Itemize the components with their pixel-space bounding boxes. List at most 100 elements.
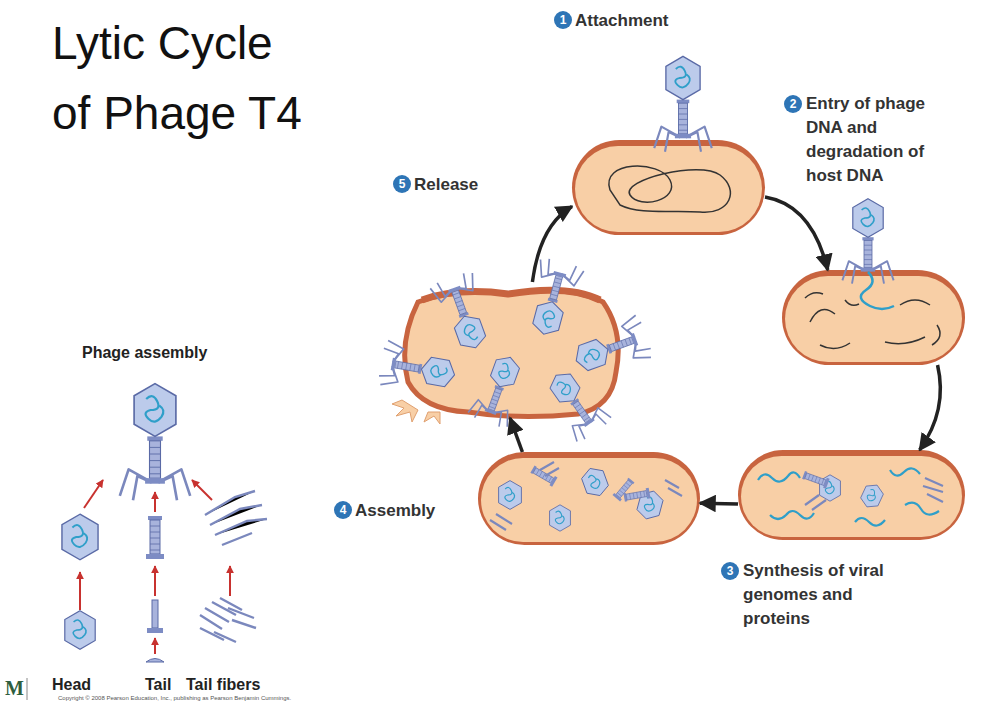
part-label: Tail fibers — [186, 675, 260, 695]
assembled-phage — [120, 384, 190, 501]
callout-number: 2 — [784, 95, 802, 113]
assembly-arrows — [80, 480, 230, 654]
publisher-logo: M — [5, 677, 24, 699]
illustration-part — [84, 480, 103, 508]
part-label: Tail — [145, 675, 171, 695]
injecting-phage — [842, 199, 893, 284]
assembly-fibers — [200, 491, 267, 642]
illustration-part — [845, 300, 859, 305]
text-wrap: Synthesis of viral genomes and proteins — [743, 559, 908, 631]
illustration-part — [192, 480, 212, 500]
callout-number: 1 — [554, 11, 572, 29]
viral-head — [499, 481, 522, 510]
illustration-part — [923, 478, 943, 502]
cycle-arrow — [920, 365, 941, 450]
illustration-part — [820, 343, 850, 349]
callout-number: 5 — [393, 175, 411, 193]
illustration-part — [805, 495, 826, 510]
text-wrap: Head — [52, 675, 91, 695]
inset-heading: Phage assembly — [82, 343, 207, 363]
stage-label: Entry of phage DNA and degradation of ho… — [806, 92, 948, 188]
illustration-part — [392, 400, 418, 422]
cell-outline — [572, 140, 765, 235]
illustration-part — [738, 450, 965, 540]
diagram-title: Lytic Cycle of Phage T4 — [52, 8, 322, 148]
illustration-part — [424, 412, 440, 424]
illustration-part — [478, 452, 700, 545]
assembly-head-early — [65, 611, 95, 649]
logo-divider — [27, 678, 28, 700]
illustration-part — [154, 566, 156, 596]
stage-label: Assembly — [355, 499, 435, 523]
phage-dna — [861, 272, 894, 309]
illustration-part — [152, 600, 158, 628]
released-phage — [539, 363, 613, 443]
illustration-part — [785, 276, 962, 362]
viral-fibers — [490, 462, 682, 530]
text-wrap: 1 — [554, 11, 572, 29]
released-phage — [569, 314, 654, 381]
copyright-note: Copyright © 2008 Pearson Education, Inc.… — [58, 694, 291, 702]
stage-label: Synthesis of viral genomes and proteins — [743, 559, 908, 631]
text-wrap: Attachment — [575, 9, 669, 33]
illustration-part — [905, 503, 939, 515]
viral-fibers — [805, 478, 943, 510]
viral-head — [858, 481, 885, 511]
illustration-part — [805, 293, 823, 298]
text-wrap: M — [5, 677, 24, 699]
callout-number: 3 — [721, 562, 739, 580]
illustration-part — [205, 491, 267, 545]
text-wrap: 4 — [334, 501, 352, 519]
text-wrap: Assembly — [355, 499, 435, 523]
text-wrap: 5 — [393, 175, 411, 193]
illustration-part — [900, 300, 930, 305]
text-wrap: Lytic Cycle of Phage T4 — [52, 8, 322, 148]
viral-head — [550, 505, 571, 531]
illustration-part — [758, 472, 800, 481]
illustration-part — [782, 270, 965, 365]
released-phage — [467, 350, 530, 429]
text-wrap: Release — [414, 173, 478, 197]
text-wrap: 3 — [721, 562, 739, 580]
callout-number: 4 — [334, 501, 352, 519]
host-dna-fragments — [805, 293, 940, 349]
stage-label: Attachment — [575, 9, 669, 33]
assembly-tail — [146, 516, 164, 559]
stage-label: Release — [414, 173, 478, 197]
assembly-baseplate — [146, 659, 164, 663]
illustration-part — [154, 492, 156, 512]
text-wrap: Tail — [145, 675, 171, 695]
cycle-arrow — [700, 501, 738, 505]
illustration-part — [741, 456, 962, 537]
viral-tail — [623, 488, 650, 503]
text-wrap: Entry of phage DNA and degradation of ho… — [806, 92, 948, 188]
host-dna — [609, 166, 731, 212]
released-phage — [522, 257, 584, 340]
attaching-phage — [654, 56, 712, 151]
cell-stage: 2Entry of phage DNA and degradation of h… — [782, 270, 965, 365]
cycle-arrow — [510, 418, 522, 452]
text-wrap: 2 — [784, 95, 802, 113]
released-phage — [378, 340, 459, 397]
assembly-tail-core — [147, 600, 163, 633]
illustration-part — [855, 518, 885, 526]
viral-tail — [802, 470, 830, 489]
illustration-part — [932, 325, 940, 345]
viral-tail — [613, 477, 636, 501]
illustration-part — [572, 140, 765, 235]
viral-genomes — [758, 468, 939, 525]
illustration-part — [229, 566, 231, 596]
illustration-part — [147, 628, 163, 633]
illustration-part — [770, 511, 814, 519]
part-label: Head — [52, 675, 91, 695]
illustration-part — [575, 146, 762, 232]
illustration-part — [154, 638, 156, 654]
released-phage — [429, 270, 496, 355]
illustration-part — [890, 468, 920, 475]
illustration-part — [481, 458, 697, 542]
cell-outline — [782, 270, 965, 365]
cell-stage: 1Attachment — [572, 140, 765, 235]
illustration-part — [200, 598, 256, 642]
illustration-part — [79, 572, 81, 610]
